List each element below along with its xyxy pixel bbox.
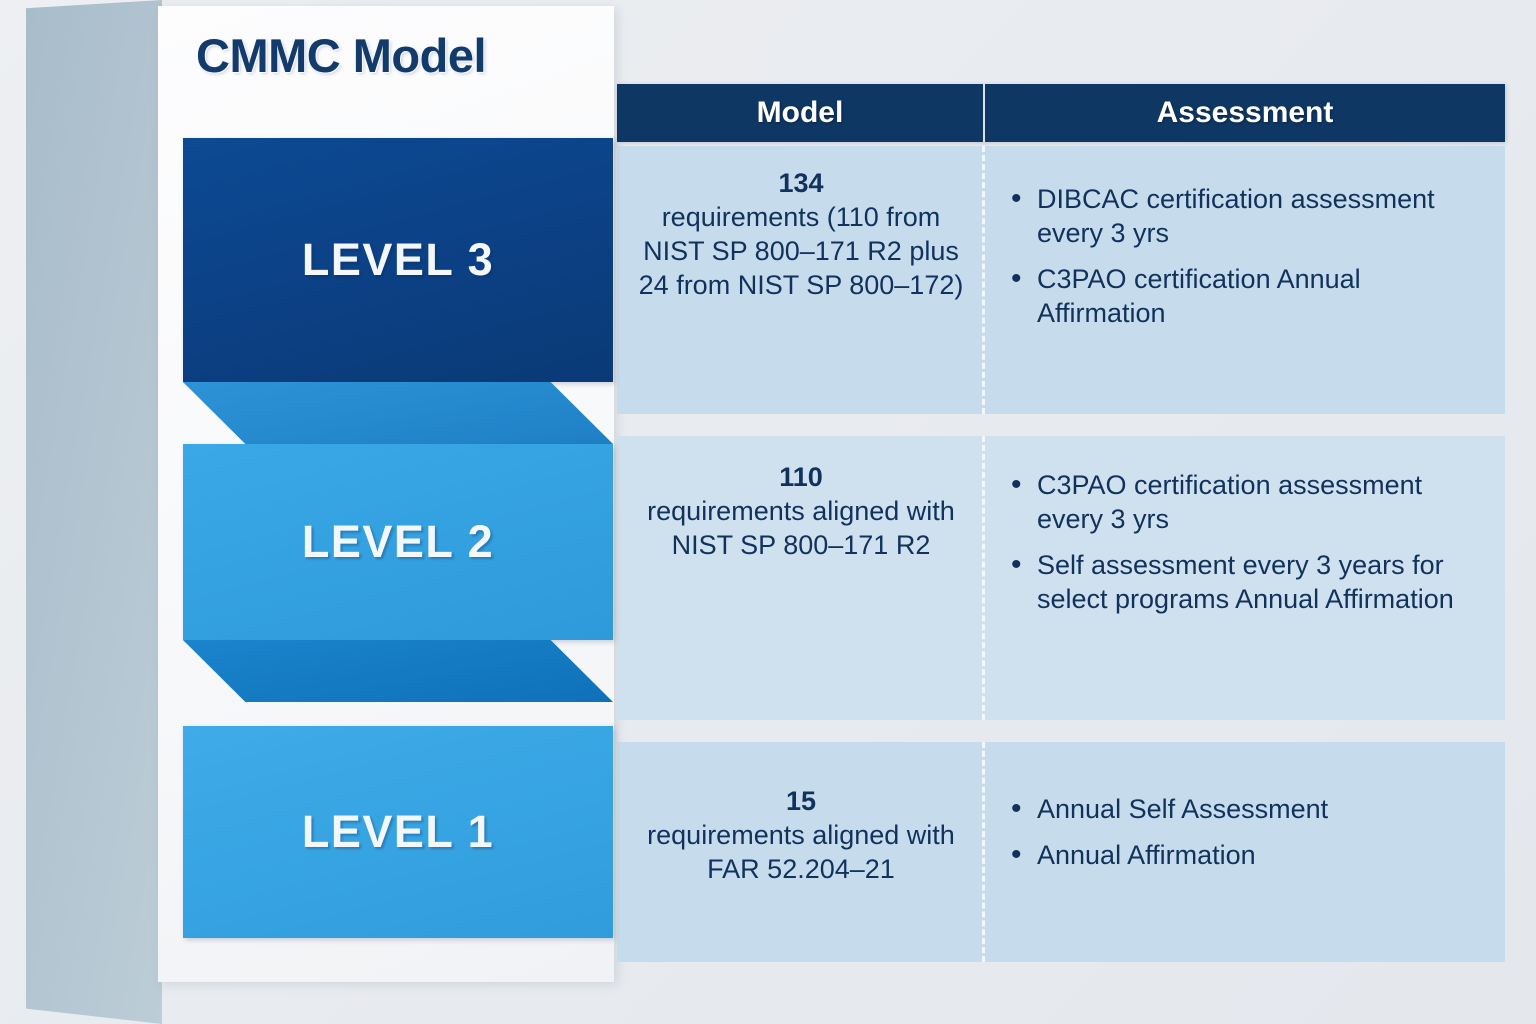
requirement-count-level-2: 110: [779, 462, 823, 492]
level-2-label: LEVEL 2: [301, 516, 495, 567]
table-row: 134 requirements (110 from NIST SP 800–1…: [617, 146, 1505, 414]
cmmc-table: Model Assessment 134 requirements (110 f…: [617, 84, 1505, 962]
requirement-text-level-1: requirements aligned with FAR 52.204–21: [647, 820, 955, 885]
list-item: C3PAO certification assessment every 3 y…: [1009, 466, 1493, 536]
diagram-3d-side-panel: [26, 0, 162, 1024]
table-header-row: Model Assessment: [617, 84, 1505, 142]
requirement-count-level-3: 134: [778, 168, 824, 198]
table-row: 110 requirements aligned with NIST SP 80…: [617, 436, 1505, 720]
requirement-text-level-3: requirements (110 from NIST SP 800–171 R…: [638, 202, 964, 301]
assessment-list-level-2: C3PAO certification assessment every 3 y…: [1009, 466, 1493, 616]
connector-level3-to-level2: [183, 382, 613, 444]
side-panel-face: [26, 0, 162, 1024]
level-1-label: LEVEL 1: [301, 806, 495, 857]
list-item: C3PAO certification Annual Affirmation: [1009, 260, 1493, 330]
list-item: Annual Self Assessment: [1009, 790, 1493, 828]
requirement-count-level-1: 15: [785, 786, 817, 816]
cell-model-level-2: 110 requirements aligned with NIST SP 80…: [617, 436, 985, 720]
connector-level2-to-level1: [183, 640, 613, 702]
level-3-label: LEVEL 3: [301, 234, 495, 285]
connector-shape-upper: [183, 382, 613, 444]
column-header-model: Model: [617, 84, 985, 142]
cell-model-level-1: 15 requirements aligned with FAR 52.204–…: [617, 742, 985, 962]
cell-assessment-level-1: Annual Self Assessment Annual Affirmatio…: [985, 742, 1505, 962]
assessment-list-level-1: Annual Self Assessment Annual Affirmatio…: [1009, 790, 1493, 874]
connector-shape-lower: [183, 640, 613, 702]
list-item: Annual Affirmation: [1009, 836, 1493, 874]
requirement-text-level-2: requirements aligned with NIST SP 800–17…: [647, 496, 955, 561]
table-row: 15 requirements aligned with FAR 52.204–…: [617, 742, 1505, 962]
level-bar-level-1[interactable]: LEVEL 1: [183, 726, 613, 938]
level-bar-level-2[interactable]: LEVEL 2: [183, 444, 613, 640]
list-item: Self assessment every 3 years for select…: [1009, 546, 1493, 616]
level-bar-level-3[interactable]: LEVEL 3: [183, 138, 613, 382]
cell-assessment-level-2: C3PAO certification assessment every 3 y…: [985, 436, 1505, 720]
cell-model-level-3: 134 requirements (110 from NIST SP 800–1…: [617, 146, 985, 414]
column-header-assessment: Assessment: [1156, 96, 1334, 129]
cell-assessment-level-3: DIBCAC certification assessment every 3 …: [985, 146, 1505, 414]
list-item: DIBCAC certification assessment every 3 …: [1009, 180, 1493, 250]
assessment-list-level-3: DIBCAC certification assessment every 3 …: [1009, 180, 1493, 330]
page-title: CMMC Model: [196, 29, 487, 82]
